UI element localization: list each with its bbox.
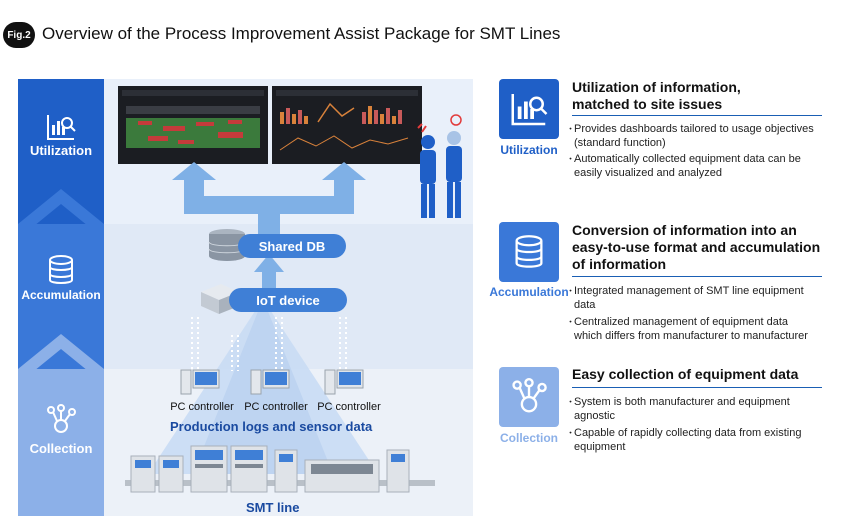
smt-line-label: SMT line — [246, 500, 300, 515]
bullet-item: Automatically collected equipment data c… — [566, 152, 832, 180]
stage-column: Utilization Accumulation Collection — [18, 79, 104, 516]
bullet-line: System is both manufacturer and equipmen… — [574, 396, 790, 408]
heading-line: matched to site issues — [572, 96, 723, 112]
utilization-heading: Utilization of information, matched to s… — [572, 79, 832, 113]
heading-line: Easy collection of equipment data — [572, 366, 799, 382]
bullet-line: data — [574, 299, 596, 311]
stage-label-collection: Collection — [29, 441, 93, 456]
bullet-line: Automatically collected equipment data c… — [574, 153, 801, 165]
signal-dots — [191, 317, 347, 371]
collection-panel-icon — [499, 367, 559, 427]
accumulation-panel-icon — [499, 222, 559, 282]
bullet-item: Provides dashboards tailored to usage ob… — [566, 122, 832, 150]
chart-magnifier-icon — [47, 115, 76, 140]
bullet-line: Integrated management of SMT line equipm… — [574, 285, 804, 297]
dashboard-screens — [118, 86, 422, 164]
utilization-panel-label: Utilization — [500, 143, 558, 157]
database-icon — [49, 255, 73, 284]
bullet-line: easily visualized and analyzed — [574, 167, 722, 179]
bullet-line: Capable of rapidly collecting data from … — [574, 427, 802, 439]
production-logs-label: Production logs and sensor data — [170, 419, 373, 434]
pc-controller-label: PC controller — [244, 401, 308, 413]
smt-line-machines — [125, 445, 435, 493]
figure-badge: Fig.2 — [3, 22, 35, 48]
engineers-illustration — [417, 114, 462, 218]
panel-divider — [572, 387, 822, 388]
database-cylinder-icon — [208, 229, 246, 261]
panel-divider — [572, 276, 822, 277]
bullet-line: Centralized management of equipment data — [574, 316, 789, 328]
bullet-item: Integrated management of SMT line equipm… — [566, 284, 832, 312]
stage-label-utilization: Utilization — [29, 143, 93, 158]
iot-device-label: IoT device — [229, 288, 347, 312]
bullet-line: agnostic — [574, 410, 615, 422]
chart-magnifier-icon — [511, 94, 548, 126]
bullet-line: which differs from manufacturer to manuf… — [574, 330, 808, 342]
bullet-item: System is both manufacturer and equipmen… — [566, 395, 832, 423]
accumulation-panel-label: Accumulation — [489, 285, 569, 299]
panel-divider — [572, 115, 822, 116]
collection-heading: Easy collection of equipment data — [572, 366, 832, 383]
figure-title: Overview of the Process Improvement Assi… — [42, 24, 561, 43]
heading-line: of information — [572, 256, 667, 272]
stage-label-accumulation: Accumulation — [21, 288, 101, 302]
shared-db-label: Shared DB — [238, 234, 346, 258]
heading-line: easy-to-use format and accumulation — [572, 239, 821, 255]
pc-controller-icons — [180, 369, 364, 395]
data-flow-arrows — [172, 162, 366, 288]
bullet-line: Provides dashboards tailored to usage ob… — [574, 123, 814, 135]
network-nodes-icon — [512, 378, 547, 413]
database-icon — [515, 235, 543, 268]
heading-line: Conversion of information into an — [572, 222, 797, 238]
utilization-panel-icon — [499, 79, 559, 139]
bullet-item: Capable of rapidly collecting data from … — [566, 426, 832, 454]
pc-controller-label: PC controller — [317, 401, 381, 413]
network-nodes-icon — [47, 404, 76, 433]
bullet-line: (standard function) — [574, 137, 666, 149]
heading-line: Utilization of information, — [572, 79, 741, 95]
pc-controller-label: PC controller — [170, 401, 234, 413]
bullet-item: Centralized management of equipment data… — [566, 315, 832, 343]
collection-panel-label: Collection — [499, 431, 558, 445]
accumulation-heading: Conversion of information into an easy-t… — [572, 222, 832, 273]
bullet-line: equipment — [574, 441, 626, 453]
